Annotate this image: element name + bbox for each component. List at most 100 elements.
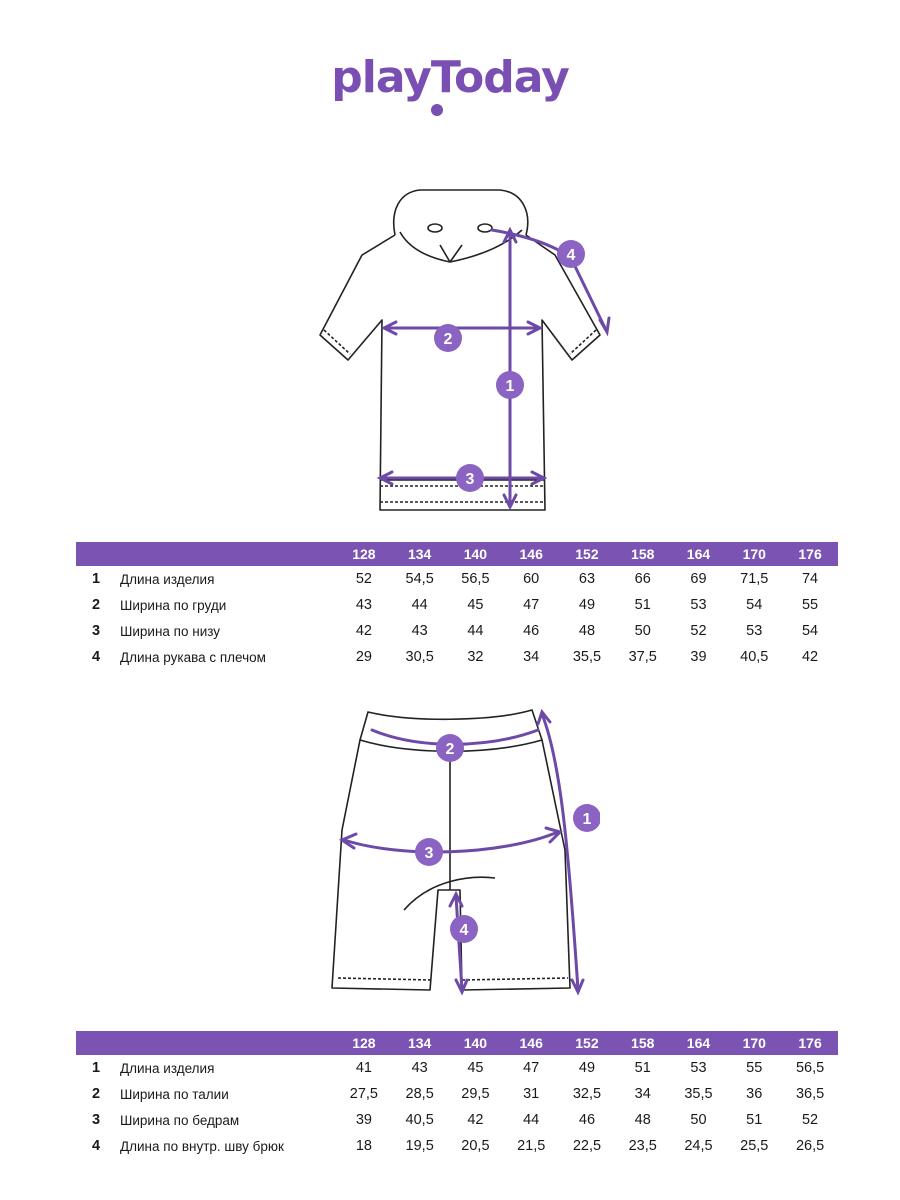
cell-value: 32 <box>467 649 484 665</box>
cell-value: 20,5 <box>461 1138 490 1154</box>
table-row: 3 Ширина по бедрам 39 40,5 42 44 46 48 5… <box>76 1107 838 1133</box>
cell-value: 48 <box>578 623 596 639</box>
top-size-table: 128 134 140 146 152 158 164 170 176 1 Дл… <box>76 542 838 670</box>
cell-value: 44 <box>523 1112 540 1128</box>
cell-value: 52 <box>690 623 707 639</box>
cell-value: 35,5 <box>684 1086 713 1102</box>
bottom-size-table: 128 134 140 146 152 158 164 170 176 1 Дл… <box>76 1031 838 1159</box>
cell-value: 53 <box>690 1060 707 1076</box>
table-row: 2 Ширина по груди 43 44 45 47 49 51 53 5… <box>76 592 838 618</box>
badge-3: 3 <box>425 845 434 862</box>
measurement-name: Длина изделия <box>120 571 215 587</box>
cell-value: 28,5 <box>405 1086 434 1102</box>
brand-logo-dot <box>431 104 443 116</box>
size-header: 134 <box>391 1031 448 1055</box>
hoodie-body-outline <box>319 234 601 511</box>
cell-value: 25,5 <box>740 1138 769 1154</box>
cell-value: 34 <box>634 1086 651 1102</box>
table-row: 1 Длина изделия 41 43 45 47 49 51 53 55 … <box>76 1055 838 1081</box>
cell-value: 39 <box>690 649 707 665</box>
cell-value: 74 <box>801 571 819 587</box>
cell-value: 63 <box>578 571 596 587</box>
cell-value: 23,5 <box>628 1138 657 1154</box>
hood-outline <box>393 189 529 236</box>
row-number: 2 <box>92 1086 101 1102</box>
table-row: 2 Ширина по талии 27,5 28,5 29,5 31 32,5… <box>76 1081 838 1107</box>
size-header: 164 <box>670 542 727 566</box>
cell-value: 51 <box>634 1060 651 1076</box>
cell-value: 40,5 <box>740 649 769 665</box>
cell-value: 47 <box>523 1060 540 1076</box>
cell-value: 47 <box>523 597 540 613</box>
cell-value: 66 <box>634 571 651 587</box>
cell-value: 30,5 <box>405 649 434 665</box>
size-header: 158 <box>614 1031 671 1055</box>
table-row: 1 Длина изделия 52 54,5 56,5 60 63 66 69… <box>76 566 838 592</box>
cell-value: 36 <box>746 1086 763 1102</box>
badge-3: 3 <box>466 471 475 488</box>
cell-value: 45 <box>467 1060 484 1076</box>
measure-line-3 <box>342 830 560 854</box>
cell-value: 31 <box>523 1086 540 1102</box>
size-header: 152 <box>559 542 615 566</box>
badge-1: 1 <box>583 811 592 828</box>
cell-value: 46 <box>578 1112 596 1128</box>
measurement-name: Длина по внутр. шву брюк <box>120 1138 284 1154</box>
size-header: 176 <box>782 542 838 566</box>
cell-value: 46 <box>523 623 540 639</box>
measurement-name: Длина рукава с плечом <box>120 649 266 665</box>
cell-value: 51 <box>746 1112 763 1128</box>
badge-4: 4 <box>460 922 469 939</box>
size-header: 128 <box>336 542 392 566</box>
cell-value: 43 <box>355 597 372 613</box>
cell-value: 24,5 <box>684 1138 713 1154</box>
cell-value: 45 <box>467 597 484 613</box>
cell-value: 42 <box>467 1112 484 1128</box>
cell-value: 53 <box>690 597 707 613</box>
cell-value: 18 <box>355 1138 372 1154</box>
size-header: 170 <box>726 542 783 566</box>
measure-line-1 <box>540 712 580 992</box>
table-row: 4 Длина рукава с плечом 29 30,5 32 34 35… <box>76 644 838 670</box>
row-number: 4 <box>92 649 101 665</box>
cell-value: 54 <box>746 597 763 613</box>
cell-value: 49 <box>578 597 596 613</box>
cell-value: 54 <box>801 623 819 639</box>
row-number: 1 <box>92 1060 101 1076</box>
cell-value: 53 <box>746 623 763 639</box>
cell-value: 22,5 <box>572 1138 602 1154</box>
cell-value: 43 <box>411 623 428 639</box>
measurement-name: Длина изделия <box>120 1060 215 1076</box>
cell-value: 19,5 <box>405 1138 434 1154</box>
row-number: 3 <box>92 623 101 639</box>
cell-value: 50 <box>690 1112 707 1128</box>
table-row: 4 Длина по внутр. шву брюк 18 19,5 20,5 … <box>76 1133 838 1159</box>
size-header: 176 <box>782 1031 838 1055</box>
cell-value: 56,5 <box>795 1060 825 1076</box>
badge-2: 2 <box>446 741 455 758</box>
cell-value: 60 <box>523 571 540 587</box>
cell-value: 37,5 <box>628 649 657 665</box>
cell-value: 41 <box>355 1060 372 1076</box>
cell-value: 42 <box>355 623 372 639</box>
size-header: 158 <box>614 542 671 566</box>
size-header: 164 <box>670 1031 727 1055</box>
cell-value: 44 <box>467 623 484 639</box>
cell-value: 34 <box>523 649 540 665</box>
size-header: 128 <box>336 1031 392 1055</box>
cell-value: 36,5 <box>795 1086 825 1102</box>
measurement-name: Ширина по бедрам <box>120 1112 240 1128</box>
cell-value: 29 <box>355 649 372 665</box>
row-number: 2 <box>92 597 101 613</box>
cell-value: 32,5 <box>572 1086 602 1102</box>
cell-value: 35,5 <box>572 649 602 665</box>
size-header: 146 <box>503 1031 560 1055</box>
cell-value: 21,5 <box>517 1138 546 1154</box>
cell-value: 48 <box>634 1112 651 1128</box>
measure-line-4 <box>454 894 464 992</box>
cell-value: 39 <box>355 1112 372 1128</box>
badge-4: 4 <box>567 247 576 264</box>
badge-2: 2 <box>444 331 453 348</box>
row-number: 1 <box>92 571 101 587</box>
cell-value: 49 <box>578 1060 596 1076</box>
